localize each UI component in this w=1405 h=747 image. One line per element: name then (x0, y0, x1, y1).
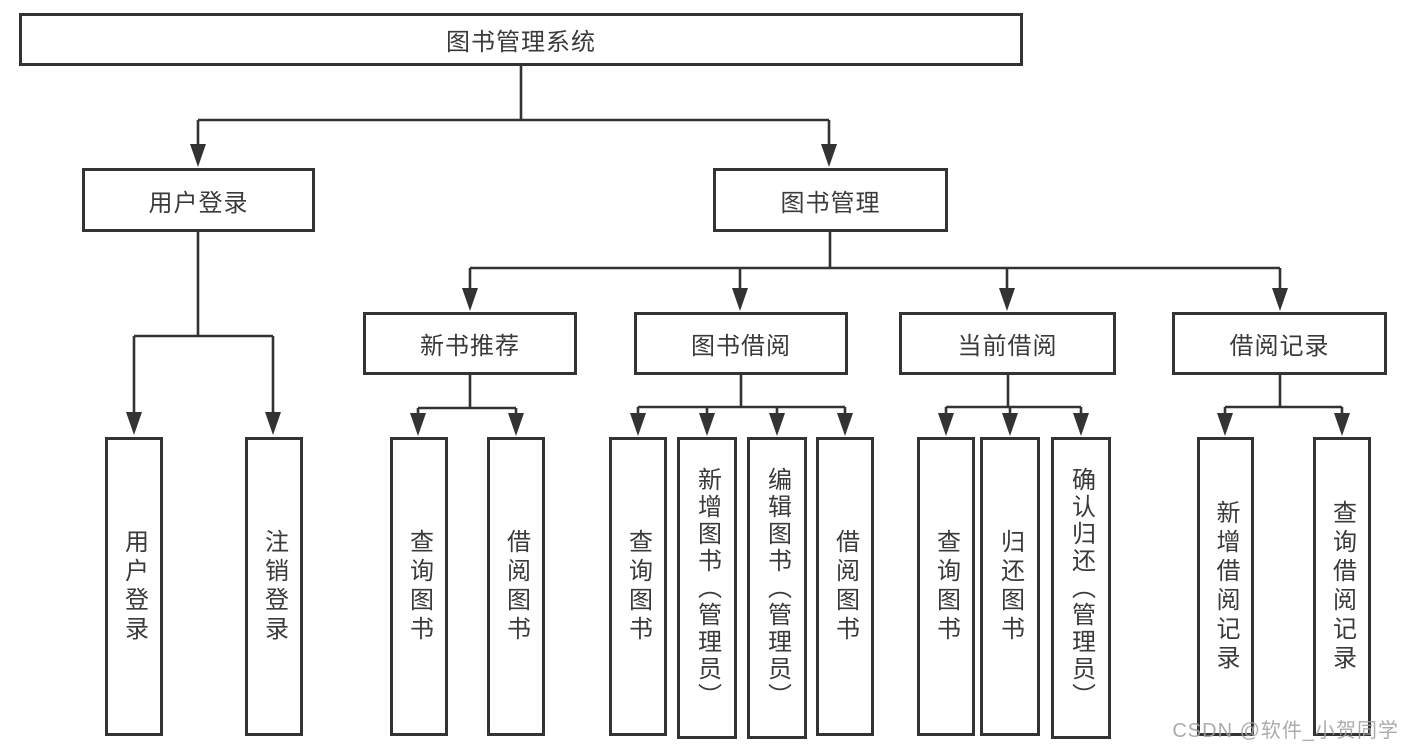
node-current-borrow: 当前借阅 (899, 312, 1116, 375)
connector-root-to-level2 (196, 66, 831, 148)
connector-records-to-children (1223, 375, 1344, 418)
connector-newbooks-to-children (416, 375, 518, 418)
node-borrow-records: 借阅记录 (1172, 312, 1387, 375)
connector-bookmgmt-to-level3 (468, 232, 1282, 294)
node-root: 图书管理系统 (19, 13, 1023, 66)
connector-currentborrow-to-children (944, 375, 1083, 418)
leaf-record-query: 查询借阅记录 (1313, 437, 1371, 736)
leaf-newbook-borrow: 借阅图书 (487, 437, 545, 736)
leaf-borrow-borrow: 借阅图书 (816, 437, 874, 736)
leaf-current-confirm-admin: 确认归还（管理员） (1051, 437, 1111, 739)
leaf-borrow-query: 查询图书 (609, 437, 667, 736)
arrowheads (126, 144, 1350, 436)
leaf-borrow-add-admin: 新增图书（管理员） (677, 437, 737, 739)
leaf-borrow-edit-admin: 编辑图书（管理员） (747, 437, 807, 739)
node-new-book-recommend: 新书推荐 (363, 312, 577, 375)
node-book-management-branch: 图书管理 (713, 168, 948, 232)
leaf-newbook-query: 查询图书 (390, 437, 448, 736)
leaf-current-return: 归还图书 (980, 437, 1040, 736)
connector-bookborrow-to-children (636, 375, 847, 418)
csdn-watermark: CSDN @软件_小贺同学 (1172, 720, 1399, 742)
leaf-logout: 注销登录 (245, 437, 303, 736)
node-book-borrow: 图书借阅 (634, 312, 848, 375)
leaf-record-add: 新增借阅记录 (1197, 437, 1254, 736)
connector-userlogin-to-children (132, 232, 275, 416)
leaf-user-login: 用户登录 (105, 437, 163, 736)
leaf-current-query: 查询图书 (917, 437, 975, 736)
node-user-login-branch: 用户登录 (82, 168, 315, 232)
